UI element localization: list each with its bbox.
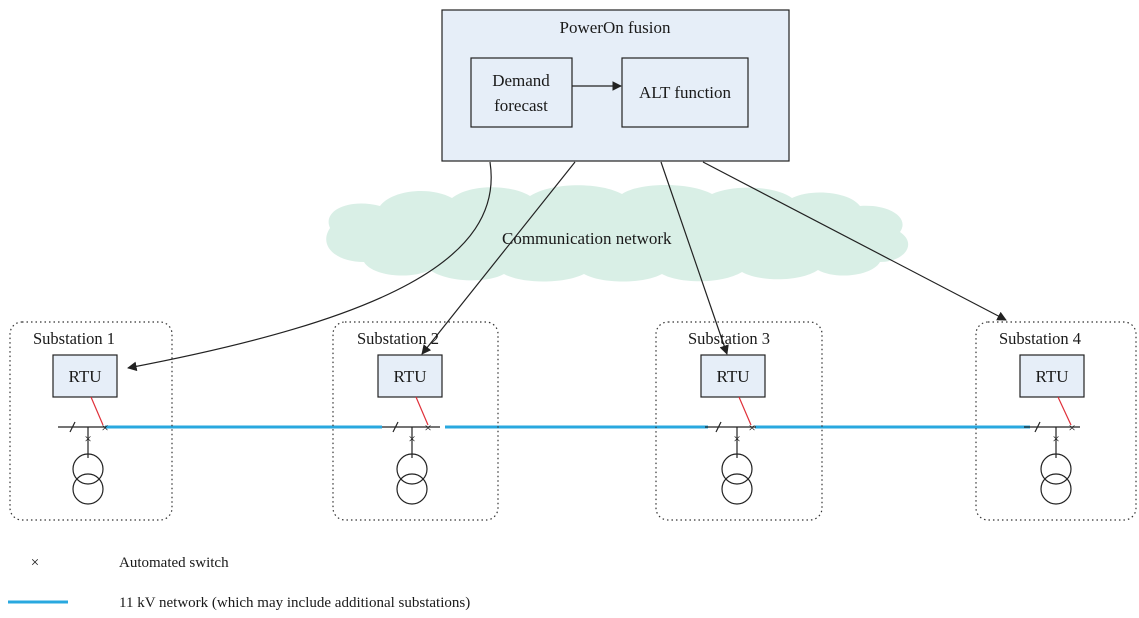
legend-line-label: 11 kV network (which may include additio… [119,595,470,611]
svg-text:×: × [84,431,91,446]
rtu-2-box [377,354,443,398]
demand-forecast-line2: forecast [494,96,548,115]
substation-1-switch-icon: × [101,420,108,435]
substation-3-label: Substation 3 [688,329,770,348]
arrow-to-rtu-2 [421,161,576,355]
substation-4-transformer-icon [1040,453,1072,485]
substation-2-transformer-icon [396,453,428,485]
substation-2-switch-icon: × [424,420,431,435]
demand-forecast-line1: Demand [492,71,550,90]
substation-4: Substation 4 RTU × × [975,321,1137,521]
substation-1: Substation 1 RTU × × [9,321,173,521]
arrow-to-substation-4 [702,161,1007,321]
substation-4-label: Substation 4 [999,329,1081,348]
alt-function-label: ALT function [639,83,732,102]
substation-4-switch-icon: × [1068,420,1075,435]
substation-1-transformer-icon [72,453,104,485]
legend: × Automated switch 11 kV network (which … [8,555,470,611]
communication-network-label: Communication network [502,229,672,248]
substation-2-label: Substation 2 [357,329,439,348]
substation-2: Substation 2 RTU × × [332,321,499,521]
substation-3: Substation 3 RTU × × [655,321,823,521]
rtu-2-label: RTU [394,367,427,386]
rtu-3-box [700,354,766,398]
substation-3-switch-icon: × [748,420,755,435]
alt-function-box [621,57,749,128]
substation-1-label: Substation 1 [33,329,115,348]
legend-switch-icon: × [31,555,39,571]
rtu-1-label: RTU [69,367,102,386]
rtu-4-box [1019,354,1085,398]
rtu-1-box [52,354,118,398]
arrow-to-rtu-1 [127,161,492,372]
substation-3-transformer-icon [721,453,753,485]
poweron-fusion-box: PowerOn fusion Demand forecast ALT funct… [441,9,790,162]
communication-cloud: Communication network [326,185,909,282]
svg-text:×: × [1052,431,1059,446]
demand-forecast-box [470,57,573,128]
legend-switch-label: Automated switch [119,555,229,571]
communication-arrows [127,161,1007,372]
rtu-4-label: RTU [1036,367,1069,386]
svg-text:×: × [408,431,415,446]
poweron-title: PowerOn fusion [560,18,671,37]
arrow-to-rtu-3 [660,161,729,355]
rtu-3-label: RTU [717,367,750,386]
svg-text:×: × [733,431,740,446]
